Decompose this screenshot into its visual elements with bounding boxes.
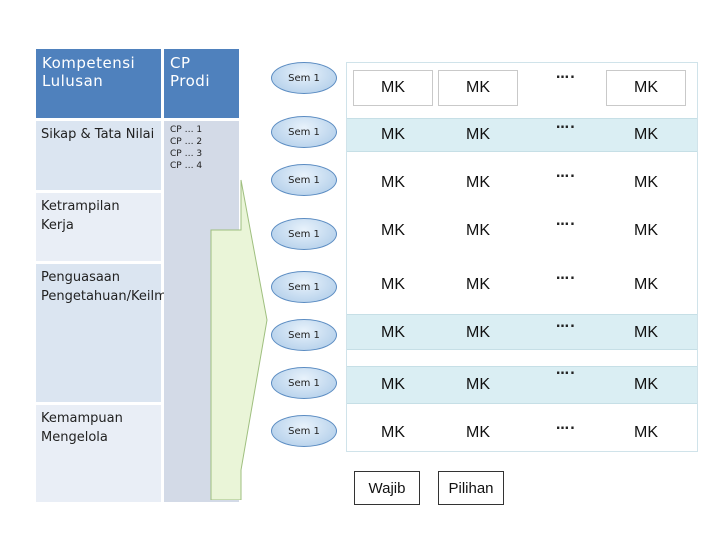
cp-prodi-header: CP Prodi bbox=[164, 49, 239, 118]
course-box: MK bbox=[381, 222, 405, 239]
course-box: MK bbox=[634, 174, 658, 191]
legend-wajib: Wajib bbox=[354, 471, 420, 505]
course-box: MK bbox=[466, 174, 490, 191]
legend-pilihan: Pilihan bbox=[438, 471, 504, 505]
course-box: MK bbox=[381, 424, 405, 441]
competency-managing: Kemampuan Mengelola bbox=[36, 405, 161, 502]
course-box: MK bbox=[381, 126, 405, 143]
course-box: MK bbox=[353, 70, 433, 106]
ellipsis: …. bbox=[556, 316, 576, 331]
course-box: MK bbox=[634, 324, 658, 341]
course-box: MK bbox=[381, 376, 405, 393]
semester-ellipse: Sem 1 bbox=[271, 116, 337, 148]
mapping-arrow bbox=[210, 179, 268, 500]
course-box: MK bbox=[634, 276, 658, 293]
course-box: MK bbox=[634, 424, 658, 441]
course-box: MK bbox=[381, 174, 405, 191]
row-band bbox=[346, 314, 698, 350]
ellipsis: …. bbox=[556, 117, 576, 132]
competency-knowledge: Penguasaan Pengetahuan/Keilmuan bbox=[36, 264, 191, 402]
course-box: MK bbox=[438, 70, 518, 106]
course-box: MK bbox=[634, 126, 658, 143]
semester-ellipse: Sem 1 bbox=[271, 367, 337, 399]
competency-attitude: Sikap & Tata Nilai bbox=[36, 121, 161, 190]
cp-item: CP … 1 bbox=[170, 125, 203, 135]
course-box: MK bbox=[634, 222, 658, 239]
course-box: MK bbox=[466, 424, 490, 441]
competency-header: Kompetensi Lulusan bbox=[36, 49, 161, 118]
course-box: MK bbox=[466, 222, 490, 239]
row-band bbox=[346, 118, 698, 152]
ellipsis: …. bbox=[556, 268, 576, 283]
semester-ellipse: Sem 1 bbox=[271, 218, 337, 250]
competency-work-skills: Ketrampilan Kerja bbox=[36, 193, 161, 261]
course-box: MK bbox=[466, 276, 490, 293]
semester-ellipse: Sem 1 bbox=[271, 271, 337, 303]
course-box: MK bbox=[466, 126, 490, 143]
course-grid bbox=[346, 62, 698, 452]
semester-ellipse: Sem 1 bbox=[271, 319, 337, 351]
course-box: MK bbox=[381, 324, 405, 341]
semester-ellipse: Sem 1 bbox=[271, 415, 337, 447]
ellipsis: …. bbox=[556, 363, 576, 378]
course-box: MK bbox=[381, 276, 405, 293]
semester-ellipse: Sem 1 bbox=[271, 164, 337, 196]
cp-item: CP … 3 bbox=[170, 149, 203, 159]
course-box: MK bbox=[606, 70, 686, 106]
ellipsis: …. bbox=[556, 67, 576, 82]
row-band bbox=[346, 366, 698, 404]
ellipsis: …. bbox=[556, 418, 576, 433]
semester-ellipse: Sem 1 bbox=[271, 62, 337, 94]
cp-item: CP … 4 bbox=[170, 161, 203, 171]
course-box: MK bbox=[466, 376, 490, 393]
cp-list: CP … 1 CP … 2 CP … 3 CP … 4 bbox=[164, 122, 239, 182]
course-box: MK bbox=[634, 376, 658, 393]
cp-item: CP … 2 bbox=[170, 137, 203, 147]
ellipsis: …. bbox=[556, 214, 576, 229]
course-box: MK bbox=[466, 324, 490, 341]
ellipsis: …. bbox=[556, 166, 576, 181]
